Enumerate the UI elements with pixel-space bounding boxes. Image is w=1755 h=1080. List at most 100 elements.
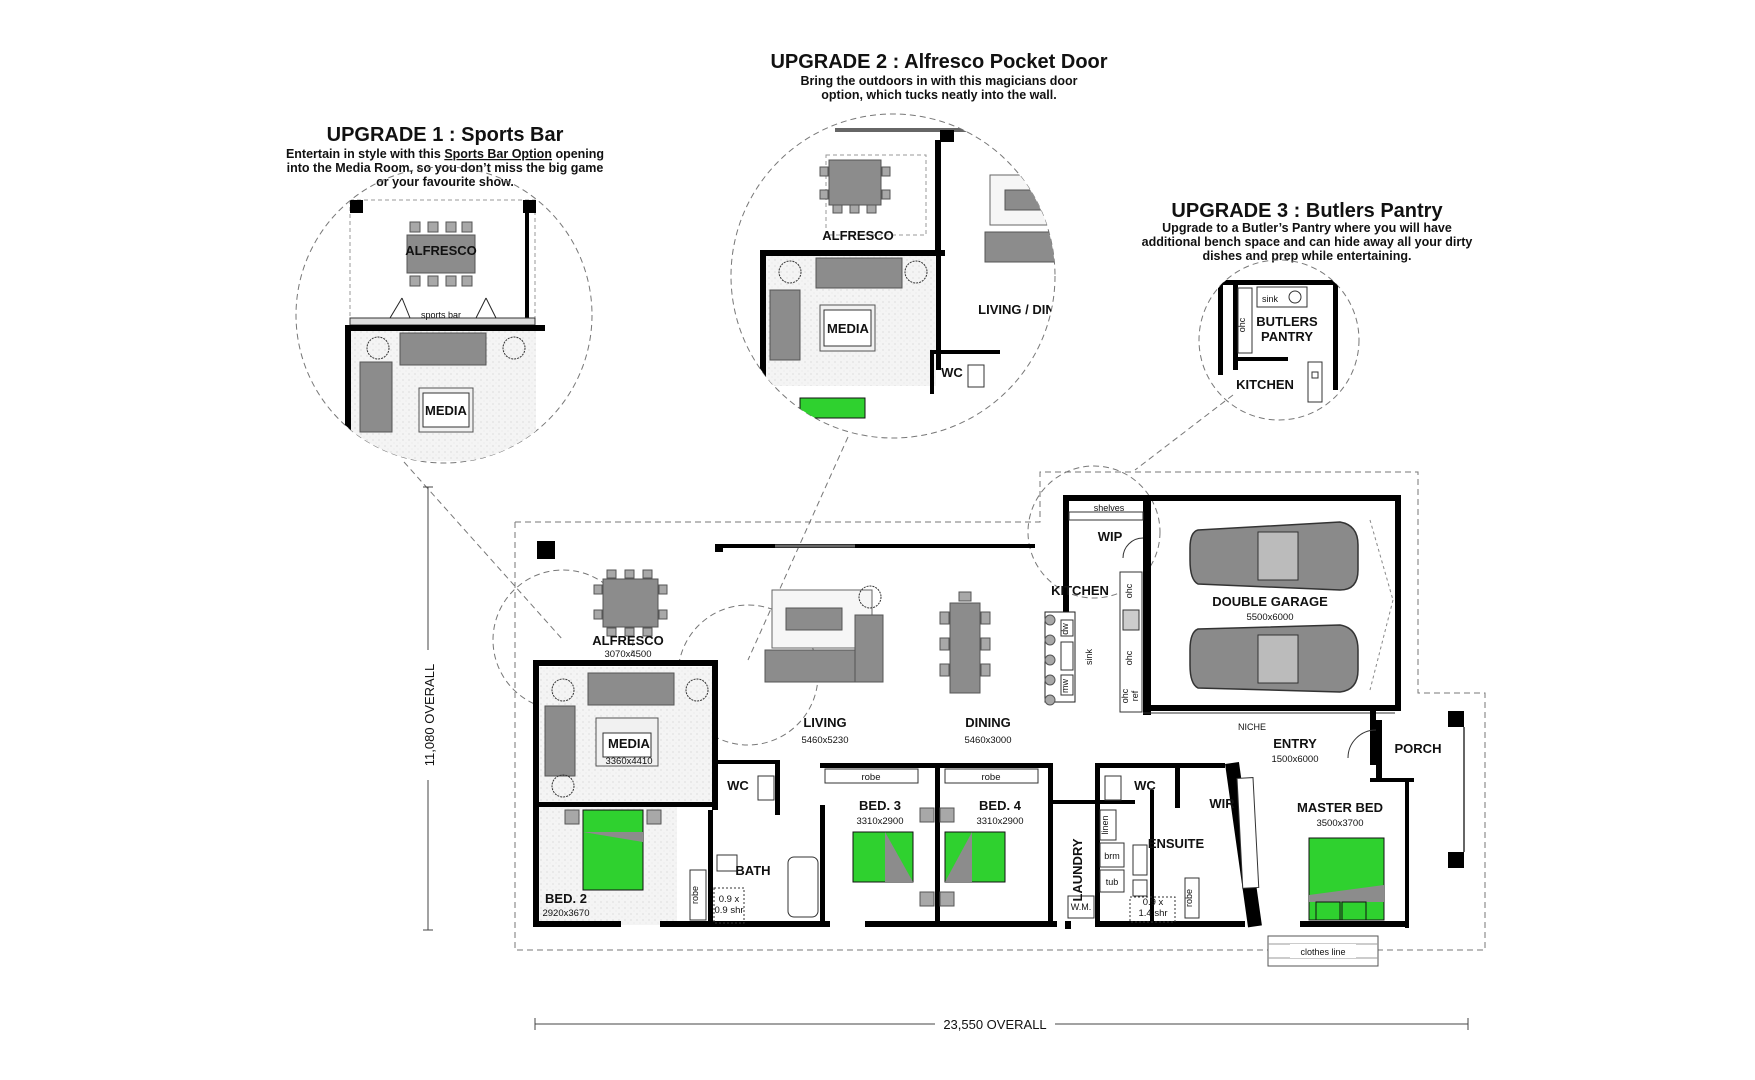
living-size: 5460x5230 [801,735,848,746]
wip-label: WIP [1098,529,1123,544]
inset2-wc-label: WC [941,365,963,380]
upgrade-3-desc-line3: dishes and prep while entertaining. [1202,249,1411,263]
porch-label: PORCH [1395,741,1442,756]
bed2-label: BED. 2 [545,891,587,906]
dining-label: DINING [965,715,1011,730]
brm-label: brm [1104,851,1120,861]
wc2-toilet [1104,775,1122,801]
bed4-label: BED. 4 [979,798,1022,813]
inset2-media-label: MEDIA [827,321,870,336]
bed3-robe-label: robe [861,772,880,783]
wc1-label: WC [727,778,749,793]
upgrade-3-desc-line2: additional bench space and can hide away… [1142,235,1473,249]
wip-shelves-label: shelves [1094,503,1125,513]
inset2-alfresco-label: ALFRESCO [822,228,894,243]
upgrade-3-callout: UPGRADE 3 : Butlers Pantry Upgrade to a … [1142,200,1473,263]
media-label: MEDIA [608,736,651,751]
bed2-size: 2920x3670 [542,908,589,919]
wc2-label: WC [1134,778,1156,793]
ensuite-label: ENSUITE [1148,836,1205,851]
garage-label: DOUBLE GARAGE [1212,594,1328,609]
bath-fixtures [713,854,819,924]
garage-size: 5500x6000 [1246,612,1293,623]
sports-bar-option-link[interactable]: Sports Bar Option [444,147,552,161]
inset3-sink-label: sink [1262,294,1279,304]
ref-label: ref [1130,690,1140,701]
kitchen-sink-label: sink [1084,649,1094,666]
upgrade-1-desc-line1: Entertain in style with this Sports Bar … [286,147,604,161]
inset1-alfresco-label: ALFRESCO [405,243,477,258]
upgrade-3-desc-line1: Upgrade to a Butler’s Pantry where you w… [1162,221,1452,235]
inset-butlers-pantry: ohc sink BUTLERS PANTRY KITCHEN [1218,280,1338,403]
bath-shower-line2: 0.9 shr [714,905,743,916]
ensuite-shower-line1: 0.9 x [1143,897,1164,908]
ensuite-robe-label: robe [1184,889,1194,907]
overall-height-label: 11,080 OVERALL [422,664,437,766]
ensuite-fixtures: robe [1129,844,1200,923]
mw-label: mw [1060,679,1070,693]
wc1-toilet [757,775,775,801]
master-label: MASTER BED [1297,800,1383,815]
bed3-label: BED. 3 [859,798,901,813]
ohc-label-1: ohc [1124,583,1134,598]
niche-label: NICHE [1238,722,1266,732]
kitchen-label: KITCHEN [1051,583,1109,598]
upgrade-2-callout: UPGRADE 2 : Alfresco Pocket Door Bring t… [770,51,1107,102]
ohc-label-3: ohc [1120,688,1130,703]
inset1-sports-bar-label: sports bar [421,310,461,320]
master-size: 3500x3700 [1316,818,1363,829]
dw-label: dw [1060,623,1070,635]
kitchen-island: dw sink mw [1044,611,1094,706]
living-furniture [764,585,884,683]
master-furniture [1308,837,1385,921]
upgrade-1-desc-line3: or your favourite show. [376,175,514,189]
upgrade-2-desc-line2: option, which tucks neatly into the wall… [821,88,1056,102]
living-label: LIVING [803,715,846,730]
upgrade-1-callout: UPGRADE 1 : Sports Bar Entertain in styl… [286,124,604,189]
bed2-robe-label: robe [690,886,700,904]
bed3-size: 3310x2900 [856,816,903,827]
dining-size: 5460x3000 [964,735,1011,746]
inset3-kitchen-label: KITCHEN [1236,377,1294,392]
bath-shower-line1: 0.9 x [719,894,740,905]
bed4-furniture: robe [939,768,1039,907]
garage-cars [1189,519,1394,693]
entry-label: ENTRY [1273,736,1317,751]
upgrade-1-desc-line2: into the Media Room, so you don’t miss t… [287,161,604,175]
bed2-furniture: robe [564,809,707,921]
alfresco-size: 3070x4500 [604,649,651,660]
ohc-label-2: ohc [1124,650,1134,665]
laundry-label: LAUNDRY [1070,838,1085,901]
upgrade-3-title: UPGRADE 3 : Butlers Pantry [1171,200,1443,222]
wir-label: WIR [1209,796,1235,811]
dining-furniture [939,591,991,694]
inset2-living-dining-label: LIVING / DINING [978,302,1078,317]
laundry-fixtures: linen brm tub W.M. [1067,809,1125,919]
bath-label: BATH [735,863,770,878]
kitchen-benches: ohc ohc ohc ref [1119,571,1143,713]
wm-label: W.M. [1071,902,1092,912]
upgrade-2-desc-line1: Bring the outdoors in with this magician… [800,74,1077,88]
upgrade-2-title: UPGRADE 2 : Alfresco Pocket Door [770,51,1107,73]
alfresco-label: ALFRESCO [592,633,664,648]
clothes-line [1267,935,1379,967]
overall-dimensions: 11,080 OVERALL 23,550 OVERALL [418,486,1469,1032]
wip-highlight-circle [1027,465,1161,599]
inset3-butlers-label: BUTLERS [1256,314,1318,329]
inset3-pantry-label: PANTRY [1261,329,1313,344]
clothes-line-label: clothes line [1300,947,1345,957]
entry-size: 1500x6000 [1271,754,1318,765]
ensuite-shower-line2: 1.4 shr [1138,908,1167,919]
overall-width-label: 23,550 OVERALL [943,1017,1046,1032]
inset3-ohc-label: ohc [1237,317,1247,332]
bed4-size: 3310x2900 [976,816,1023,827]
media-size: 3360x4410 [605,756,652,767]
alfresco-highlight-circle [492,569,634,711]
tub-label: tub [1106,877,1119,887]
media-furniture [544,672,709,798]
callout-leaders [295,113,1360,661]
wip-room: shelves [1068,503,1144,559]
alfresco-furniture [593,569,668,637]
bed3-furniture: robe [824,768,935,907]
